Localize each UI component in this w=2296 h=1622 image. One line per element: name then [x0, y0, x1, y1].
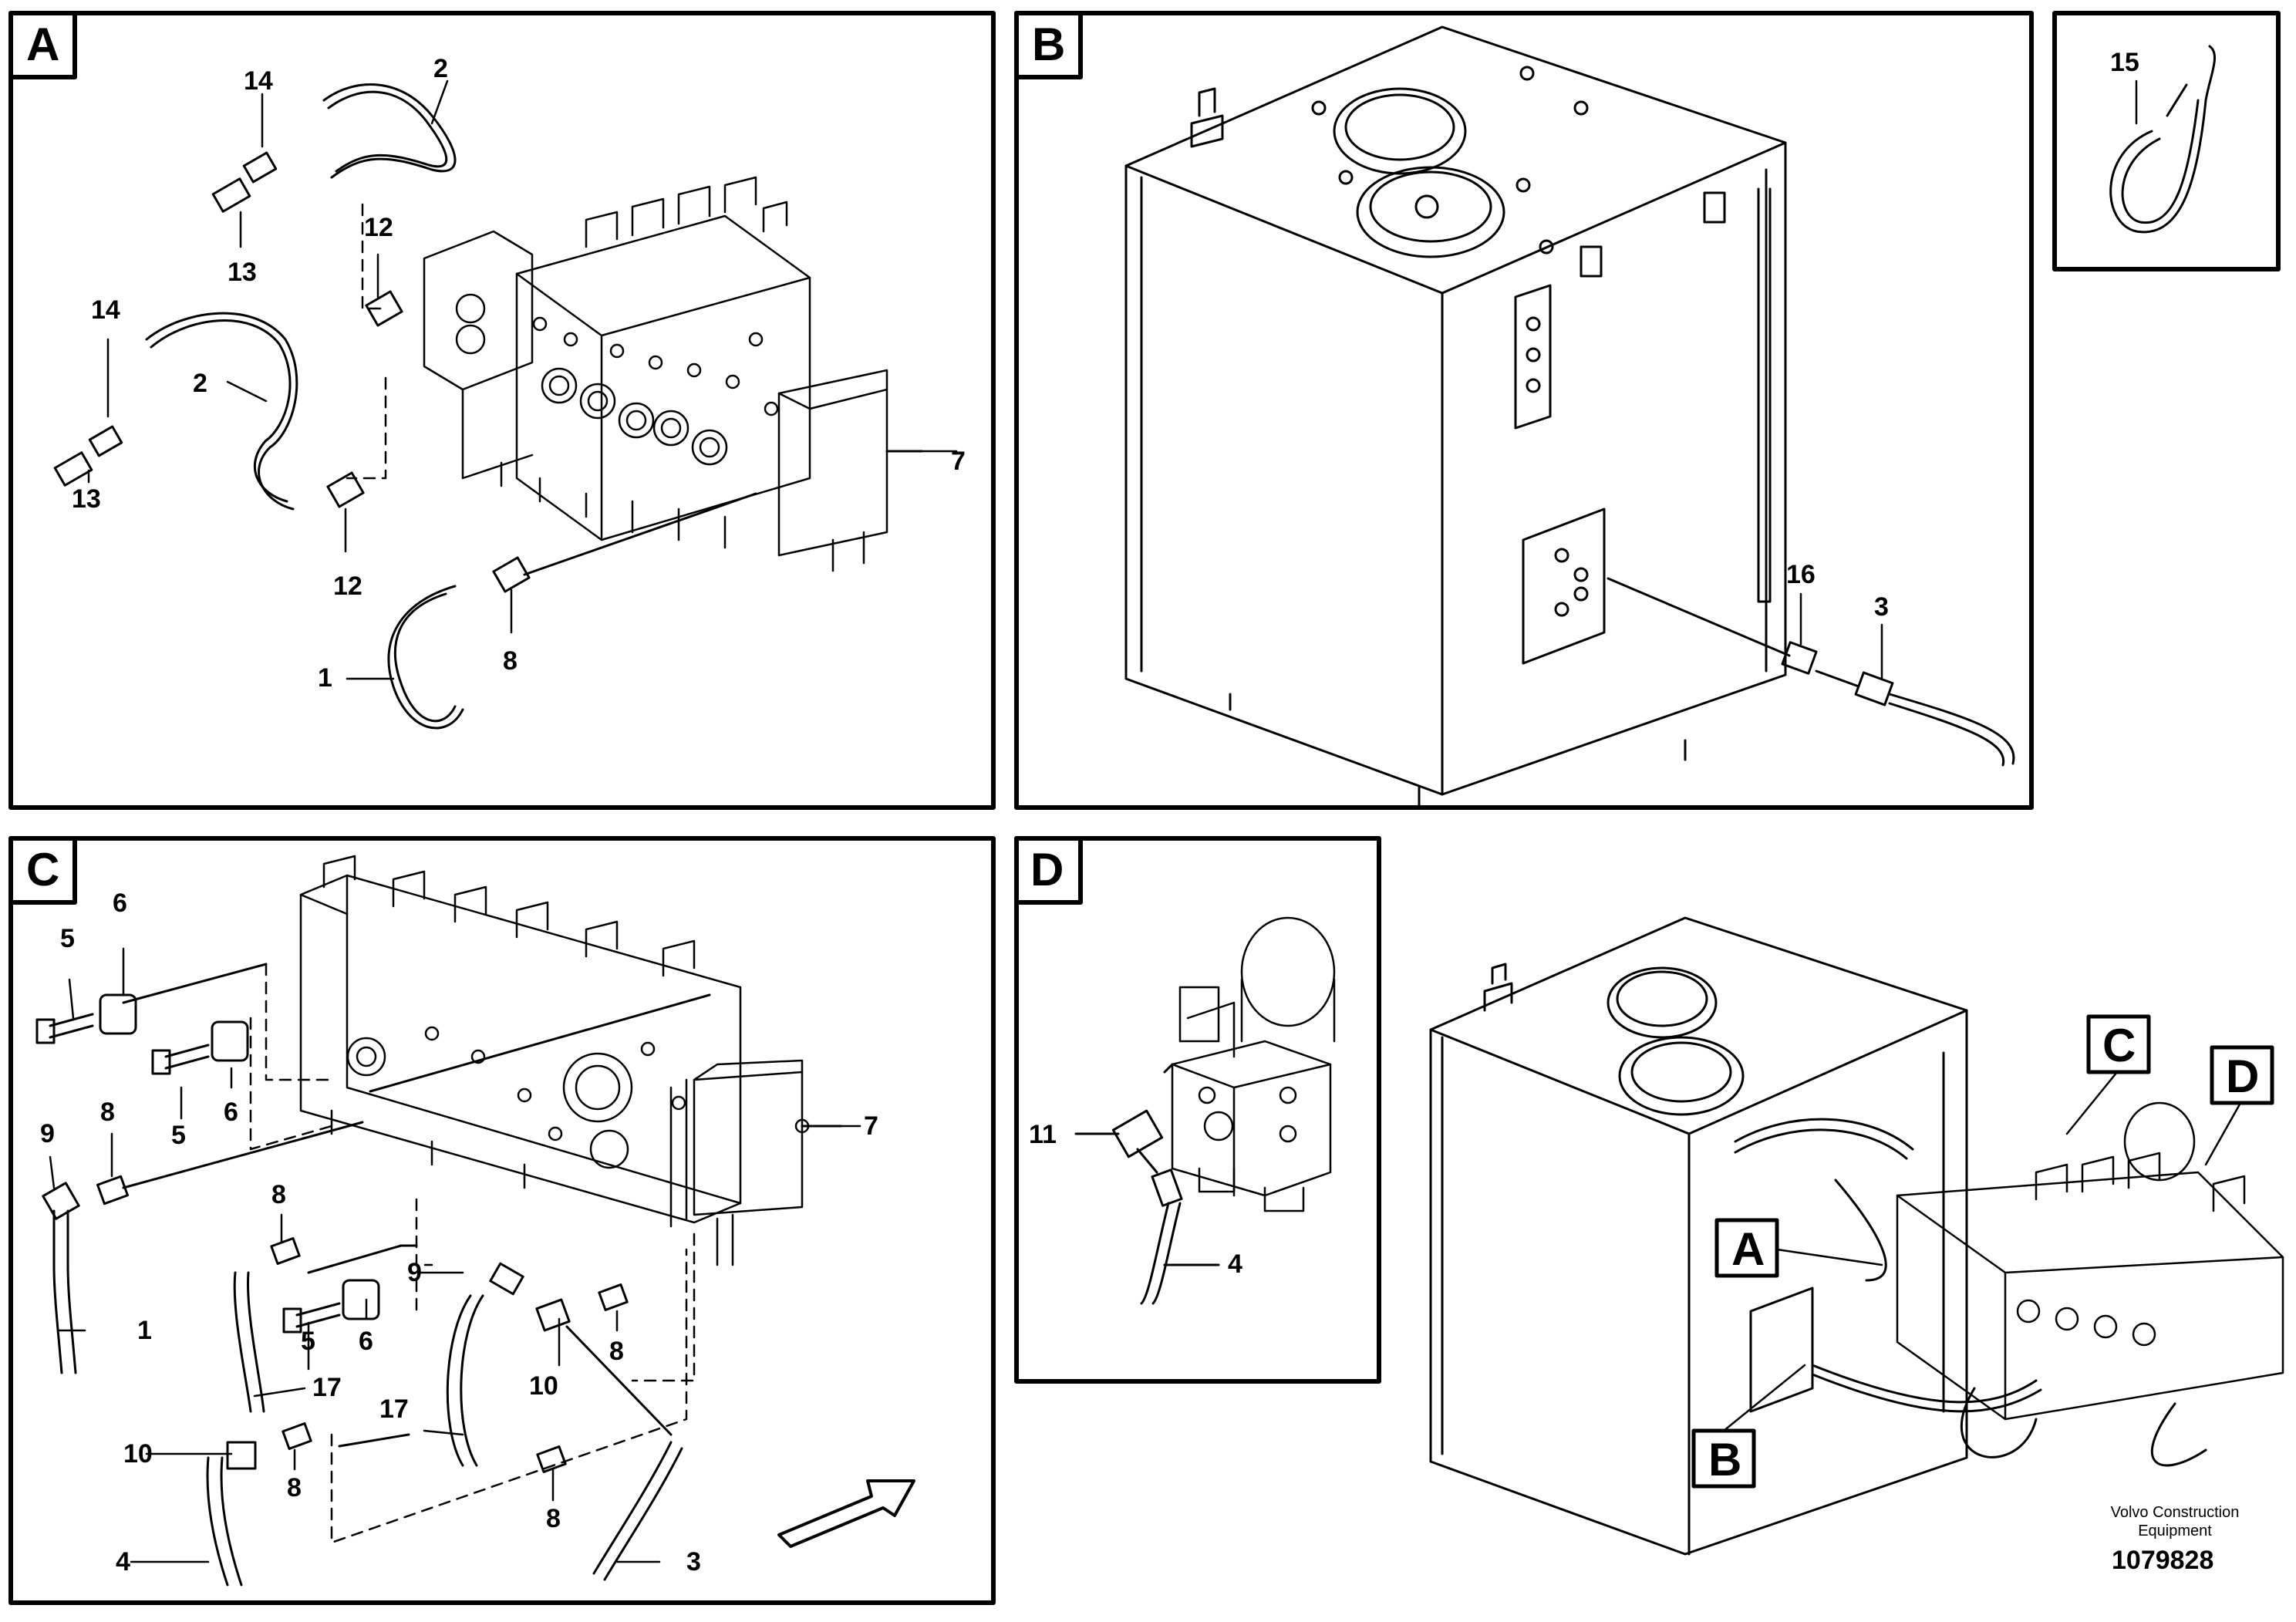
callout-c-6-top: 6: [113, 889, 127, 918]
panel-d-tab: [1014, 836, 1083, 905]
callout-c-7: 7: [864, 1111, 878, 1141]
panel-c-frame: [8, 836, 996, 1605]
cable-tie-drawing: [2109, 45, 2216, 234]
callout-d-11: 11: [1029, 1120, 1057, 1149]
panel-15-frame: [2052, 11, 2281, 271]
panel-b-tank: [1124, 25, 1787, 808]
panel-c-valve-block: [299, 855, 810, 1266]
panel-b-letter: B: [1032, 19, 1066, 70]
panel-d-valve: [1171, 916, 1336, 1212]
callout-c-4: 4: [116, 1547, 130, 1576]
panel-b-frame: [1014, 11, 2034, 810]
callout-c-8-bottom-left: 8: [287, 1473, 302, 1502]
callout-c-8-bottom-right: 8: [546, 1504, 561, 1533]
panel-c-hoses: [35, 963, 842, 1587]
callout-c-17-right: 17: [379, 1394, 409, 1424]
panel-c-letter: C: [26, 844, 60, 895]
callout-a-1: 1: [318, 663, 332, 693]
callout-a-12-upper: 12: [364, 213, 393, 242]
callout-a-13-lower: 13: [72, 484, 101, 514]
callout-a-14-lower: 14: [91, 295, 120, 325]
panel-a-frame: [8, 11, 996, 810]
callout-a-7: 7: [951, 447, 966, 476]
overview-hoses: [1734, 1118, 2207, 1467]
callout-c-10-right: 10: [529, 1371, 558, 1401]
overview-ref-b: B: [1708, 1434, 1742, 1485]
footer-doc-number: 1079828: [2112, 1546, 2214, 1575]
callout-c-8-mid-top: 8: [271, 1180, 286, 1209]
panel-c-tab: [8, 836, 77, 905]
overview-valve: [1896, 1101, 2284, 1421]
overview-ref-c: C: [2102, 1020, 2136, 1071]
callout-c-5-bottom: 5: [301, 1327, 315, 1356]
callout-c-9-right: 9: [407, 1258, 422, 1287]
panel-d-frame: [1014, 836, 1381, 1384]
callout-c-8-right-top: 8: [609, 1337, 624, 1366]
overview-ref-a: A: [1731, 1223, 1765, 1275]
callout-c-5-top: 5: [60, 924, 75, 953]
callout-a-2-upper: 2: [433, 54, 448, 83]
panel-b-hose: [1607, 577, 2015, 767]
panel-b-leader-lines: [1799, 592, 1883, 680]
callout-b-16: 16: [1786, 560, 1816, 589]
overview-ref-d-box: [2210, 1045, 2274, 1105]
callout-c-3: 3: [686, 1547, 701, 1576]
callout-c-6-mid: 6: [224, 1098, 238, 1127]
callout-c-17-left: 17: [312, 1373, 342, 1402]
direction-arrow: [777, 1479, 915, 1548]
callout-a-2-lower: 2: [193, 369, 207, 398]
overview-ref-c-box: [2086, 1014, 2151, 1074]
callout-c-6-bottom: 6: [359, 1327, 373, 1356]
panel-c-dashed-guides: [249, 963, 696, 1544]
footer-company-line1: Volvo Construction: [2110, 1504, 2240, 1521]
callout-c-1: 1: [137, 1316, 152, 1345]
panel-d-hose: [1074, 1063, 1220, 1305]
overview-ref-a-box: [1714, 1218, 1779, 1278]
callout-c-5-mid: 5: [171, 1121, 186, 1150]
footer-company-line2: Equipment: [2138, 1523, 2212, 1539]
panel-d-letter: D: [1030, 844, 1064, 895]
callout-a-13-upper: 13: [228, 258, 257, 287]
overview-ref-d: D: [2226, 1050, 2260, 1102]
panel-a-hoses: [53, 83, 923, 730]
callout-a-12-lower: 12: [333, 572, 362, 601]
callout-a-14-upper: 14: [244, 66, 273, 96]
callout-15: 15: [2110, 48, 2139, 77]
overview-tank: [1429, 916, 1968, 1556]
panel-a-letter: A: [26, 19, 60, 70]
callout-a-8: 8: [503, 646, 518, 676]
panel-b-tab: [1014, 11, 1083, 79]
overview-ref-leaders: [1722, 1071, 2242, 1432]
panel-a-dashed-guides: [346, 203, 387, 480]
callout-b-3: 3: [1874, 592, 1889, 622]
callout-c-8-left: 8: [100, 1098, 115, 1127]
panel-a-tab: [8, 11, 77, 79]
panel-c-leader-lines: [49, 947, 861, 1563]
callout-c-9-left: 9: [40, 1119, 55, 1148]
callout-d-4: 4: [1228, 1249, 1242, 1279]
callout-c-10-left: 10: [123, 1439, 153, 1469]
panel-a-valve-block: [423, 176, 888, 572]
panel-a-leader-lines: [87, 79, 958, 680]
